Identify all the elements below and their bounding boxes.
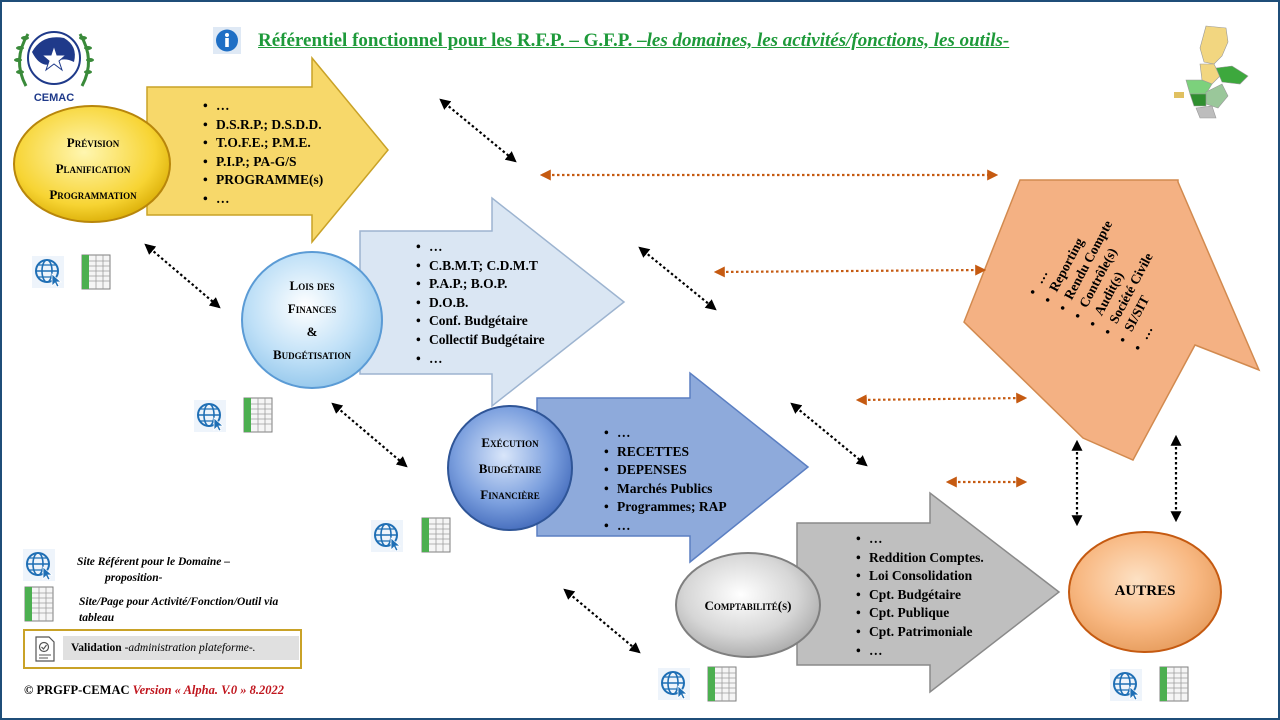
legend-page-line-2: tableau (79, 612, 115, 624)
comptabilite-items: … Reddition Comptes. Loi Consolidation C… (856, 530, 984, 660)
comptabilite-oval (675, 552, 821, 658)
execution-label-3: Financière (480, 487, 540, 502)
execution-item: … (604, 424, 727, 443)
lois-label-3: & (306, 324, 318, 339)
prevision-label-3: Programmation (49, 187, 137, 202)
globe-cursor-icon[interactable] (32, 256, 64, 288)
validation-document-icon (35, 636, 55, 662)
link-black-2 (144, 243, 221, 309)
globe-cursor-icon[interactable] (658, 668, 690, 700)
execution-item: Programmes; RAP (604, 498, 727, 517)
prevision-item: … (203, 190, 323, 209)
lois-item: … (416, 350, 545, 369)
link-black-1 (439, 98, 517, 163)
execution-oval (447, 405, 573, 531)
lois-label[interactable]: Lois des Finances & Budgétisation (250, 274, 374, 366)
comptabilite-item: Loi Consolidation (856, 567, 984, 586)
footer-copyright: © PRGFP-CEMAC (24, 683, 130, 697)
link-orange-2 (713, 264, 987, 278)
prevision-item: PROGRAMME(s) (203, 171, 323, 190)
cemac-map (1174, 25, 1249, 119)
link-black-5 (790, 402, 868, 467)
lois-label-2: Finances (287, 301, 337, 316)
execution-label[interactable]: Exécution Budgétaire Financière (456, 430, 564, 508)
info-icon[interactable] (213, 27, 241, 54)
execution-items: … RECETTES DEPENSES Marchés Publics Prog… (604, 424, 727, 536)
execution-item: Marchés Publics (604, 480, 727, 499)
comptabilite-item: Cpt. Patrimoniale (856, 623, 984, 642)
prevision-item: D.S.R.P.; D.S.D.D. (203, 116, 323, 135)
lois-item: … (416, 238, 545, 257)
prevision-label-2: Planification (55, 161, 131, 176)
autres-label-1: AUTRES (1114, 583, 1176, 599)
comptabilite-item: Cpt. Publique (856, 604, 984, 623)
validation-box[interactable]: Validation -administration plateforme-. (23, 629, 302, 669)
autres-oval (1068, 531, 1222, 653)
title-main: Référentiel fonctionnel pour les R.F.P. … (258, 30, 647, 51)
spreadsheet-icon[interactable] (420, 517, 452, 553)
prevision-items: … D.S.R.P.; D.S.D.D. T.O.F.E.; P.M.E. P.… (203, 97, 323, 209)
comptabilite-label[interactable]: Comptabilité(s) (684, 596, 812, 616)
spreadsheet-icon[interactable] (80, 254, 112, 290)
lois-item: Collectif Budgétaire (416, 331, 545, 350)
execution-label-1: Exécution (481, 435, 539, 450)
execution-item: … (604, 517, 727, 536)
comptabilite-item: … (856, 530, 984, 549)
legend-page-text: Site/Page pour Activité/Fonction/Outil v… (79, 594, 278, 626)
autres-label[interactable]: AUTRES (1090, 583, 1200, 600)
link-black-6 (563, 588, 641, 654)
legend-site-text: Site Référent pour le Domaine – proposit… (77, 554, 230, 586)
execution-item: RECETTES (604, 443, 727, 462)
globe-cursor-icon[interactable] (371, 520, 403, 552)
lois-item: Conf. Budgétaire (416, 312, 545, 331)
validation-rest: -administration plateforme-. (121, 642, 256, 654)
validation-text: Validation -administration plateforme-. (63, 636, 299, 660)
validation-bold: Validation (71, 642, 122, 654)
comptabilite-item: Reddition Comptes. (856, 549, 984, 568)
prevision-item: … (203, 97, 323, 116)
lois-item: C.B.M.T; C.D.M.T (416, 257, 545, 276)
link-orange-3 (855, 392, 1028, 406)
link-black-4 (331, 402, 408, 468)
globe-cursor-icon[interactable] (1110, 669, 1142, 701)
prevision-label-1: Prévision (66, 135, 120, 150)
legend-page-line-1: Site/Page pour Activité/Fonction/Outil v… (79, 596, 279, 608)
prevision-oval (13, 105, 171, 223)
logo-text: CEMAC (34, 92, 74, 104)
spreadsheet-icon[interactable] (242, 397, 274, 433)
lois-label-4: Budgétisation (272, 347, 352, 362)
legend-site-line-2: proposition- (105, 572, 163, 584)
title-sub: les domaines, les activités/fonctions, l… (646, 30, 1010, 51)
legend-site-line-1: Site Référent pour le Domaine – (77, 556, 231, 568)
spreadsheet-icon[interactable] (706, 666, 738, 702)
cemac-logo: CEMAC (14, 31, 94, 104)
lois-label-1: Lois des (289, 278, 335, 293)
execution-label-2: Budgétaire (478, 461, 542, 476)
legend-globe-cursor-icon[interactable] (23, 549, 55, 581)
comptabilite-item: … (856, 642, 984, 661)
legend-spreadsheet-icon[interactable] (23, 586, 55, 622)
footer-version: Version « Alpha. V.0 » 8.2022 (132, 683, 285, 697)
comptabilite-label-1: Comptabilité(s) (704, 598, 792, 613)
prevision-item: P.I.P.; PA-G/S (203, 153, 323, 172)
lois-items: … C.B.M.T; C.D.M.T P.A.P.; B.O.P. D.O.B.… (416, 238, 545, 368)
prevision-item: T.O.F.E.; P.M.E. (203, 134, 323, 153)
globe-cursor-icon[interactable] (194, 400, 226, 432)
prevision-label[interactable]: Prévision Planification Programmation (30, 130, 156, 208)
link-black-3 (638, 246, 717, 311)
page-title: Référentiel fonctionnel pour les R.F.P. … (258, 30, 1009, 52)
spreadsheet-icon[interactable] (1158, 666, 1190, 702)
comptabilite-item: Cpt. Budgétaire (856, 586, 984, 605)
lois-item: P.A.P.; B.O.P. (416, 275, 545, 294)
execution-item: DEPENSES (604, 461, 727, 480)
lois-oval (241, 251, 383, 389)
footer: © PRGFP-CEMAC Version « Alpha. V.0 » 8.2… (24, 683, 284, 698)
lois-item: D.O.B. (416, 294, 545, 313)
